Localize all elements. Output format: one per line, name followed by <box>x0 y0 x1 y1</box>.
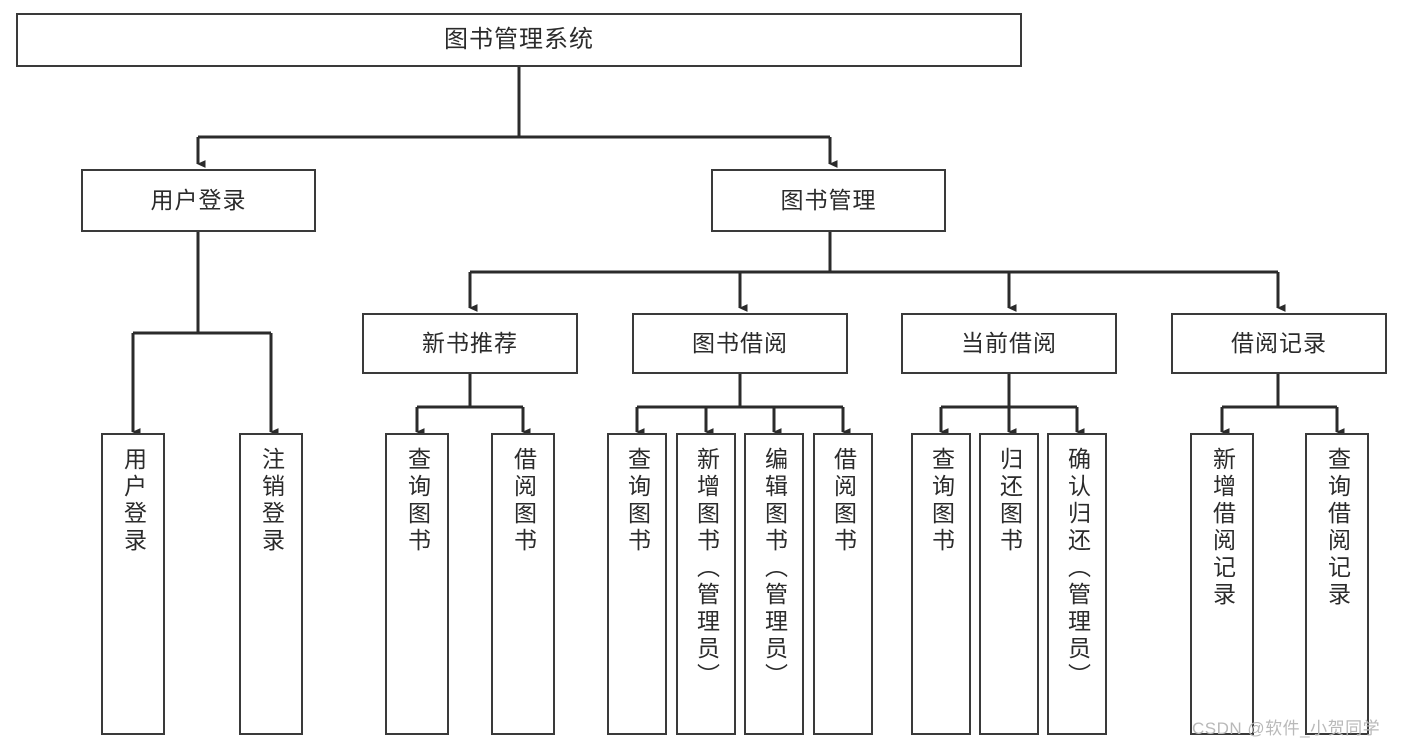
node-label: 借阅图书 <box>510 447 537 555</box>
node-label: 查询图书 <box>928 447 955 555</box>
node-label: 编辑图书（管理员） <box>761 447 788 690</box>
node-leaf-user-login-signin[interactable]: 用户登录 <box>101 433 165 735</box>
node-label: 用户登录 <box>120 447 147 555</box>
node-label: 借阅记录 <box>1231 329 1327 356</box>
node-root-book-management-system[interactable]: 图书管理系统 <box>16 13 1022 67</box>
node-new-book-recommend[interactable]: 新书推荐 <box>362 313 578 374</box>
node-leaf-new-book-query[interactable]: 查询图书 <box>385 433 449 735</box>
node-label: 查询借阅记录 <box>1324 447 1351 609</box>
watermark-text: CSDN @软件_小贺同学 <box>1192 719 1381 738</box>
node-label: 用户登录 <box>150 186 247 213</box>
node-leaf-book-borrow-borrow[interactable]: 借阅图书 <box>813 433 873 735</box>
node-book-management[interactable]: 图书管理 <box>711 169 946 232</box>
node-user-login[interactable]: 用户登录 <box>81 169 316 232</box>
node-label: 新书推荐 <box>422 329 518 356</box>
node-leaf-borrow-record-add[interactable]: 新增借阅记录 <box>1190 433 1254 735</box>
node-label: 图书管理系统 <box>444 25 594 53</box>
node-leaf-book-borrow-add[interactable]: 新增图书（管理员） <box>676 433 736 735</box>
node-label: 注销登录 <box>258 447 285 555</box>
node-label: 查询图书 <box>404 447 431 555</box>
node-leaf-borrow-record-query[interactable]: 查询借阅记录 <box>1305 433 1369 735</box>
node-book-borrow[interactable]: 图书借阅 <box>632 313 848 374</box>
node-leaf-current-borrow-confirm-return[interactable]: 确认归还（管理员） <box>1047 433 1107 735</box>
node-label: 查询图书 <box>624 447 651 555</box>
node-label: 借阅图书 <box>830 447 857 555</box>
node-leaf-user-login-signout[interactable]: 注销登录 <box>239 433 303 735</box>
node-label: 图书管理 <box>780 186 877 213</box>
node-label: 新增借阅记录 <box>1209 447 1236 609</box>
node-label: 当前借阅 <box>961 329 1057 356</box>
node-leaf-new-book-borrow[interactable]: 借阅图书 <box>491 433 555 735</box>
node-leaf-book-borrow-query[interactable]: 查询图书 <box>607 433 667 735</box>
node-leaf-current-borrow-return[interactable]: 归还图书 <box>979 433 1039 735</box>
node-label: 确认归还（管理员） <box>1064 447 1091 690</box>
node-borrow-record[interactable]: 借阅记录 <box>1171 313 1387 374</box>
node-label: 归还图书 <box>996 447 1023 555</box>
node-leaf-current-borrow-query[interactable]: 查询图书 <box>911 433 971 735</box>
node-current-borrow[interactable]: 当前借阅 <box>901 313 1117 374</box>
node-leaf-book-borrow-edit[interactable]: 编辑图书（管理员） <box>744 433 804 735</box>
node-label: 图书借阅 <box>692 329 788 356</box>
node-label: 新增图书（管理员） <box>693 447 720 690</box>
